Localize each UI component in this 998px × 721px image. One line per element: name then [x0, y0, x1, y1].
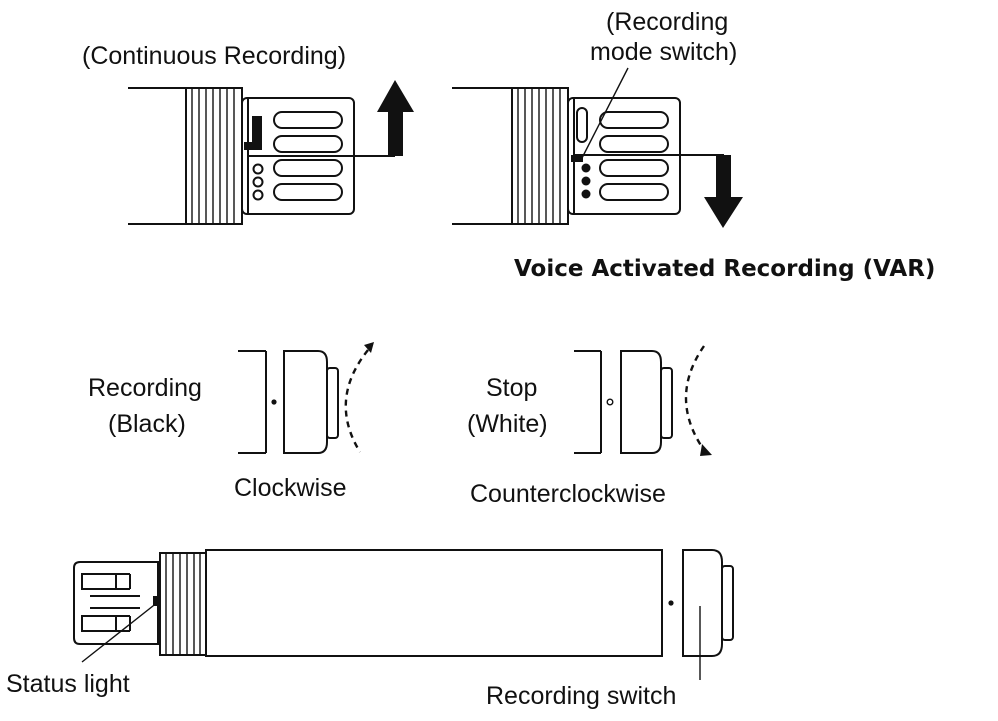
continuous-recording-figure: [128, 80, 414, 225]
counterclockwise-label: Counterclockwise: [470, 480, 666, 508]
continuous-recording-label: (Continuous Recording): [82, 42, 346, 70]
recording-black-label-line1: Recording: [88, 374, 202, 402]
full-device-figure: [73, 549, 734, 680]
counterclockwise-figure: [574, 345, 712, 456]
clockwise-figure: [238, 342, 374, 454]
mode-switch-label-line1: (Recording: [606, 8, 728, 36]
stop-white-label-line2: (White): [467, 410, 548, 438]
var-recording-figure: [452, 67, 743, 228]
stop-white-label-line1: Stop: [486, 374, 537, 402]
status-light-label: Status light: [6, 670, 130, 698]
var-label: Voice Activated Recording (VAR): [514, 256, 935, 282]
mode-switch-label-line2: mode switch): [590, 38, 737, 66]
recording-switch-label: Recording switch: [486, 682, 676, 710]
recording-black-label-line2: (Black): [108, 410, 186, 438]
clockwise-label: Clockwise: [234, 474, 347, 502]
